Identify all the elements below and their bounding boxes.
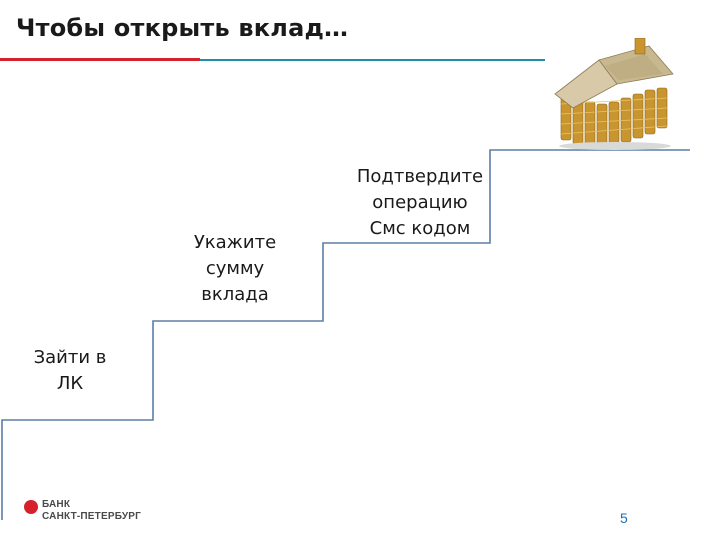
money-house-icon bbox=[554, 38, 674, 150]
title-rule-teal bbox=[200, 59, 545, 61]
staircase-line bbox=[1, 149, 690, 520]
step-3-label: Подтвердите операцию Смс кодом bbox=[356, 166, 484, 239]
slide-title: Чтобы открыть вклад… bbox=[16, 14, 349, 42]
logo-line-2: САНКТ-ПЕТЕРБУРГ bbox=[42, 511, 142, 522]
page-number: 5 bbox=[620, 510, 628, 526]
bank-logo-icon bbox=[24, 500, 38, 514]
logo-line-1: БАНК bbox=[42, 499, 71, 510]
title-rule-red bbox=[0, 58, 200, 61]
step-2-label: Укажите сумму вклада bbox=[193, 232, 277, 305]
step-1-label: Зайти в ЛК bbox=[33, 347, 107, 394]
